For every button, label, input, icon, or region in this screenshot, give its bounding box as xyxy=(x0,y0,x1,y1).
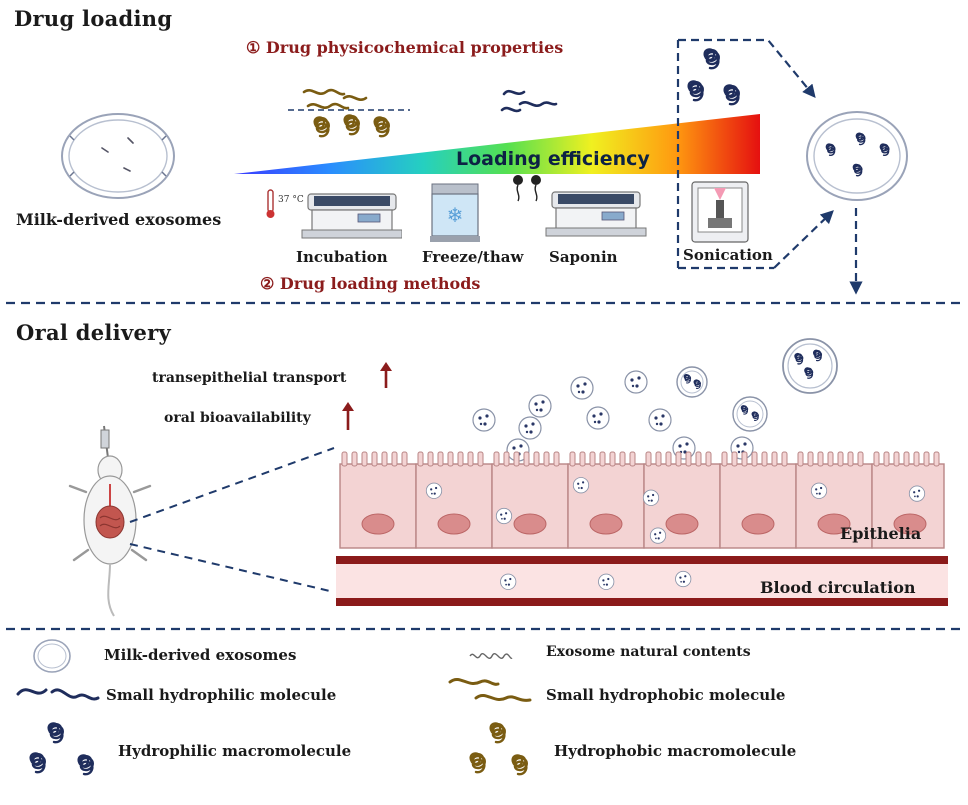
legend-hydrophobic-macro-icon xyxy=(469,722,528,776)
down-dashed-arrow xyxy=(849,208,863,295)
blood-circulation-label: Blood circulation xyxy=(760,578,916,597)
svg-text:❄: ❄ xyxy=(447,203,464,227)
exosome-illustration-left xyxy=(61,113,175,199)
method-saponin: Saponin xyxy=(549,248,618,266)
epithelium-diagram xyxy=(336,451,948,606)
legend-small-hydrophilic-icon xyxy=(16,688,100,701)
incubation-device: 37 °C xyxy=(266,189,402,239)
legend-natural-contents-icon xyxy=(469,653,513,659)
epithelia-label: Epithelia xyxy=(840,524,922,543)
milk-exosomes-label: Milk-derived exosomes xyxy=(16,210,222,229)
floating-exosomes xyxy=(472,338,838,462)
legend-hydrophilic-macro-label: Hydrophilic macromolecule xyxy=(118,742,352,760)
legend-small-hydrophobic-icon xyxy=(448,677,532,702)
freeze-thaw-device: ❄ xyxy=(430,183,480,242)
legend-hydrophilic-macro-icon xyxy=(29,722,94,776)
increase-arrow-bioavailability xyxy=(342,402,354,430)
loading-efficiency-label: Loading efficiency xyxy=(456,148,650,170)
loading-efficiency-wedge xyxy=(234,114,760,174)
legend-exosomes-label: Milk-derived exosomes xyxy=(104,646,297,664)
legend-natural-contents-label: Exosome natural contents xyxy=(546,644,751,660)
drug-properties-label: ① Drug physicochemical properties xyxy=(246,38,564,57)
sonicator-device xyxy=(691,181,749,243)
legend-small-hydrophobic-label: Small hydrophobic molecule xyxy=(546,686,786,704)
section-title-drug-loading: Drug loading xyxy=(14,6,173,31)
loaded-exosome-illustration xyxy=(806,111,908,201)
sonication-dashed-box xyxy=(676,38,834,270)
hydrophilic-small-molecules xyxy=(500,89,558,113)
method-incubation: Incubation xyxy=(296,248,388,266)
drug-loading-methods-label: ② Drug loading methods xyxy=(260,274,481,293)
section-title-oral-delivery: Oral delivery xyxy=(16,320,171,345)
method-freeze-thaw: Freeze/thaw xyxy=(422,248,524,266)
hydrophobic-molecules-group xyxy=(288,88,410,138)
section-divider-bottom xyxy=(6,627,962,631)
section-divider-top xyxy=(6,301,962,305)
increase-arrow-transport xyxy=(380,362,392,388)
legend-small-hydrophilic-label: Small hydrophilic molecule xyxy=(106,686,337,704)
transepithelial-transport-label: transepithelial transport xyxy=(152,370,347,386)
method-sonication: Sonication xyxy=(683,246,773,264)
legend-hydrophobic-macro-label: Hydrophobic macromolecule xyxy=(554,742,797,760)
mouse-illustration xyxy=(68,425,152,617)
zoom-dashed-lines xyxy=(129,447,335,593)
legend-exosome-icon xyxy=(33,639,71,673)
oral-bioavailability-label: oral bioavailability xyxy=(164,410,311,426)
saponin-device xyxy=(513,175,647,237)
temp-label: 37 °C xyxy=(278,195,304,205)
